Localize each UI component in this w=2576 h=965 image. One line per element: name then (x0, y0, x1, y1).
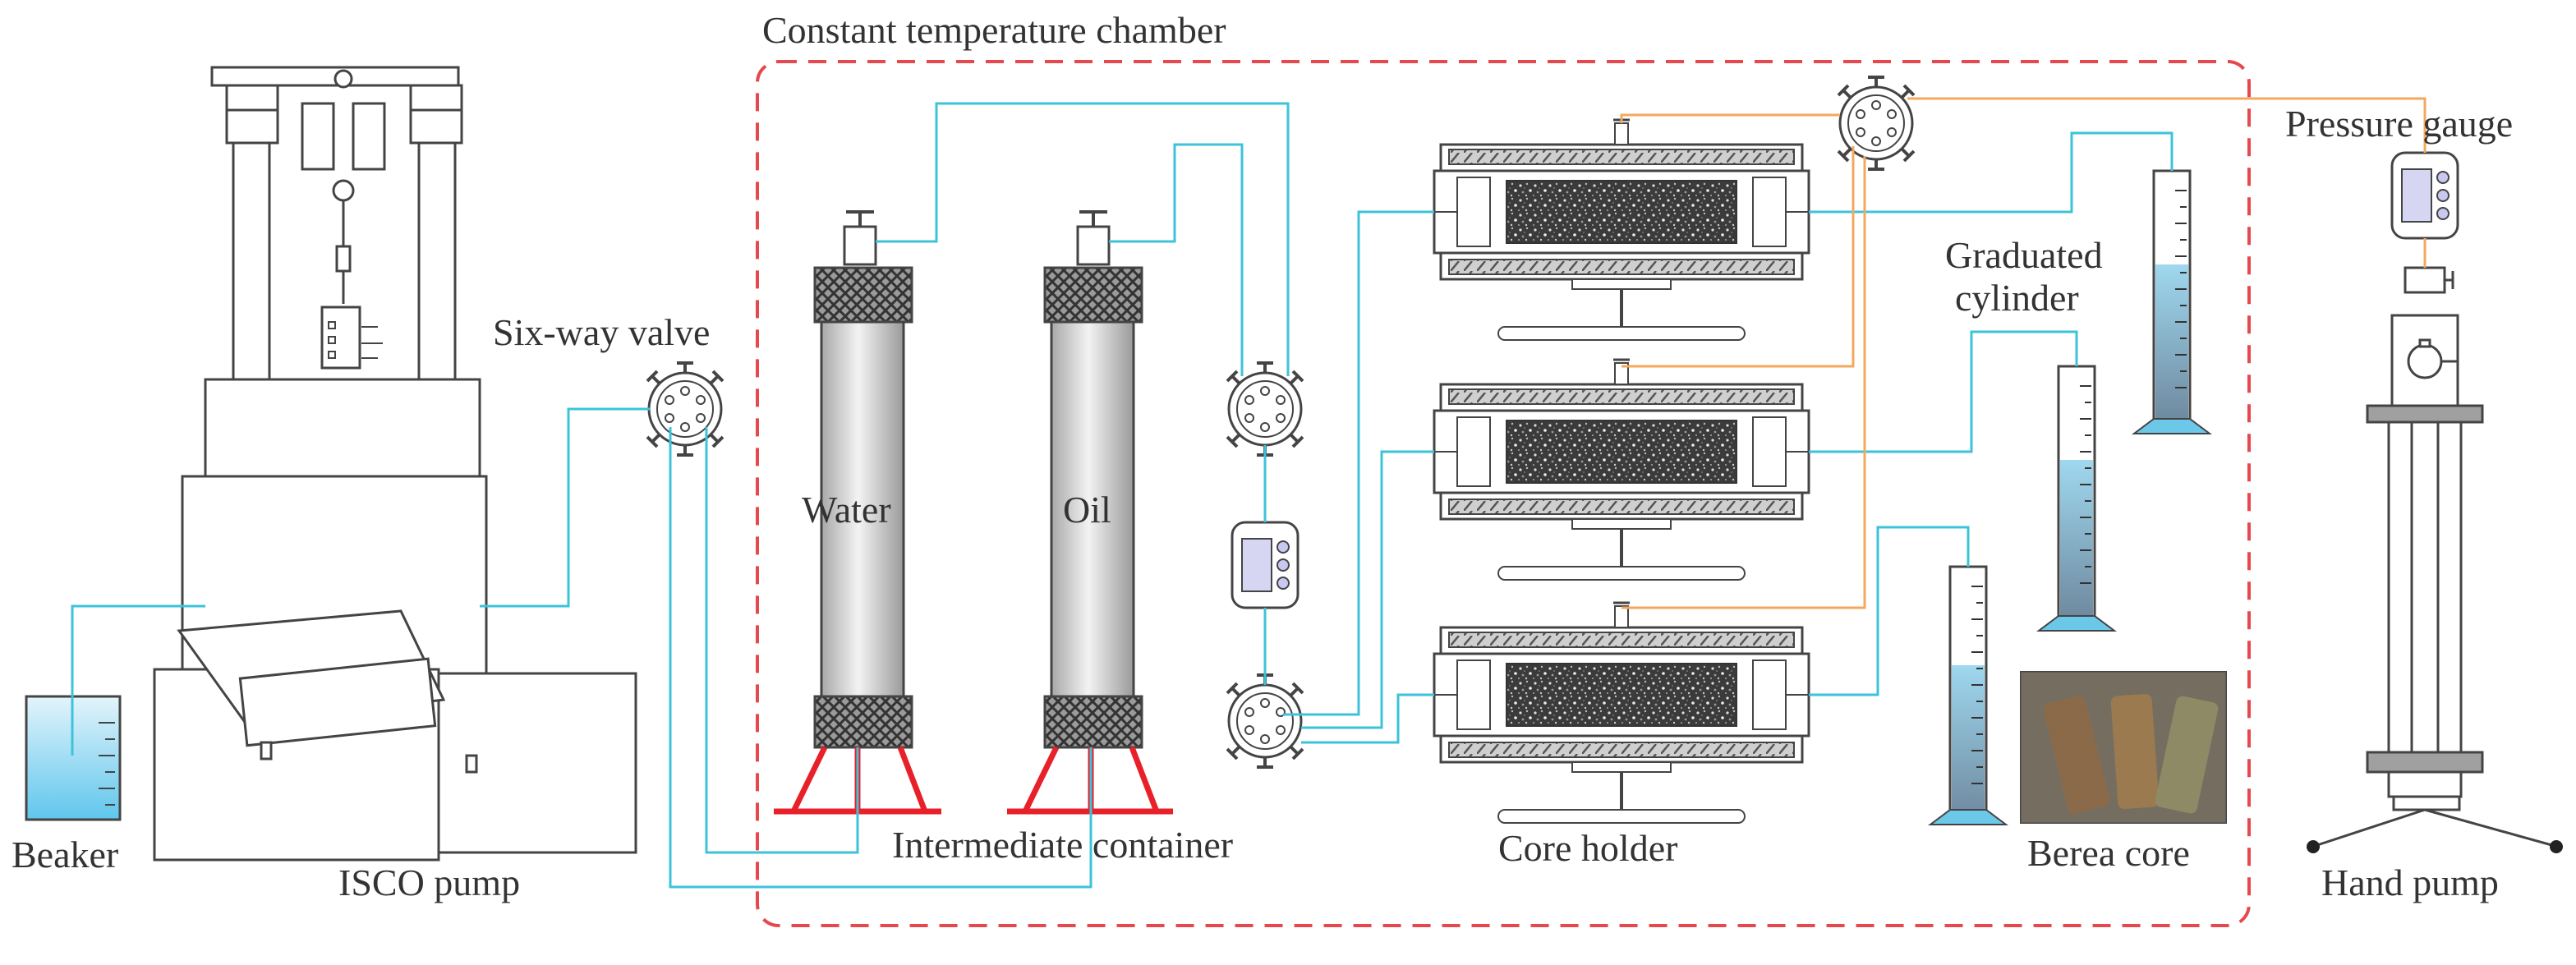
graduated-cylinder-2 (2036, 365, 2117, 632)
label-intermediate-container: Intermediate container (892, 824, 1233, 866)
label-pressure-gauge: Pressure gauge (2285, 103, 2513, 145)
hand-pump-foot-right (2550, 840, 2563, 853)
label-beaker: Beaker (12, 834, 118, 875)
water-tubing (71, 102, 2174, 889)
hand-pump-foot-left (2307, 840, 2320, 853)
label-graduated: Graduated (1945, 234, 2103, 276)
core-holder-2 (1433, 358, 1810, 581)
label-berea-core: Berea core (2027, 832, 2190, 874)
container-supports (774, 746, 1173, 815)
pressure-gauge-outer (2390, 151, 2459, 240)
label-core-holder: Core holder (1498, 827, 1677, 869)
berea-core-photo (2020, 671, 2227, 824)
label-oil: Oil (1063, 489, 1111, 531)
constant-temperature-chamber (756, 60, 2251, 927)
pressure-gauge-inner (1230, 521, 1300, 609)
six-way-valve-mid-bottom (1226, 673, 1304, 769)
six-way-valve-left (646, 361, 724, 457)
label-chamber: Constant temperature chamber (762, 9, 1226, 51)
core-holder-3 (1433, 601, 1810, 825)
hand-pump (2314, 266, 2555, 848)
graduated-cylinder-1 (2132, 169, 2212, 434)
label-six-way-valve: Six-way valve (493, 311, 710, 353)
label-hand-pump: Hand pump (2321, 862, 2499, 903)
water-container (813, 210, 913, 749)
graduated-cylinder-3 (1928, 565, 2008, 825)
oil-container (1043, 210, 1143, 749)
six-way-valve-top (1837, 76, 1916, 171)
core-holder-1 (1433, 118, 1810, 342)
label-water: Water (802, 489, 891, 531)
oil-tubing (1620, 97, 2426, 609)
label-isco-pump: ISCO pump (338, 862, 520, 903)
six-way-valve-mid-top (1226, 361, 1304, 457)
label-cylinder: cylinder (1955, 277, 2079, 319)
isco-pump (153, 66, 637, 862)
